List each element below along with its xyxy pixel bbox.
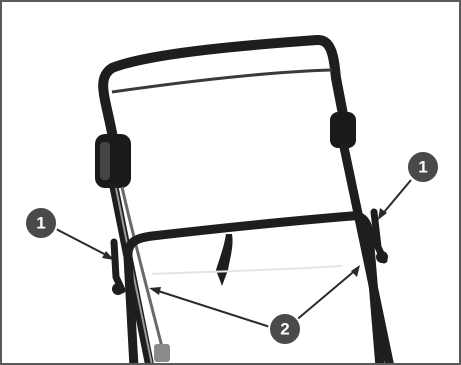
background-shadow (152, 266, 342, 274)
callout-1-left-label: 1 (36, 214, 45, 233)
callout-2-label: 2 (280, 320, 289, 339)
left-grip-highlight (100, 142, 110, 180)
upper-crossbar (112, 70, 332, 92)
pointer-2-right (294, 268, 358, 322)
pointer-1-left (56, 229, 112, 258)
pointer-2-left (152, 289, 270, 327)
right-bolt-head (376, 251, 388, 263)
cable-clip (154, 344, 170, 362)
upper-handle-loop (103, 40, 346, 150)
left-bolt-head (112, 283, 124, 295)
callout-1-left: 1 (25, 207, 57, 239)
center-latch (216, 234, 233, 286)
callout-1-right-label: 1 (418, 158, 427, 177)
left-bolt (114, 242, 122, 290)
right-grip (330, 112, 356, 148)
lower-handle (128, 216, 380, 365)
callout-2: 2 (269, 313, 301, 345)
callout-1-right: 1 (407, 151, 439, 183)
pointer-2-left-arrowhead (149, 287, 161, 295)
pointer-2-right-arrowhead (351, 265, 360, 277)
